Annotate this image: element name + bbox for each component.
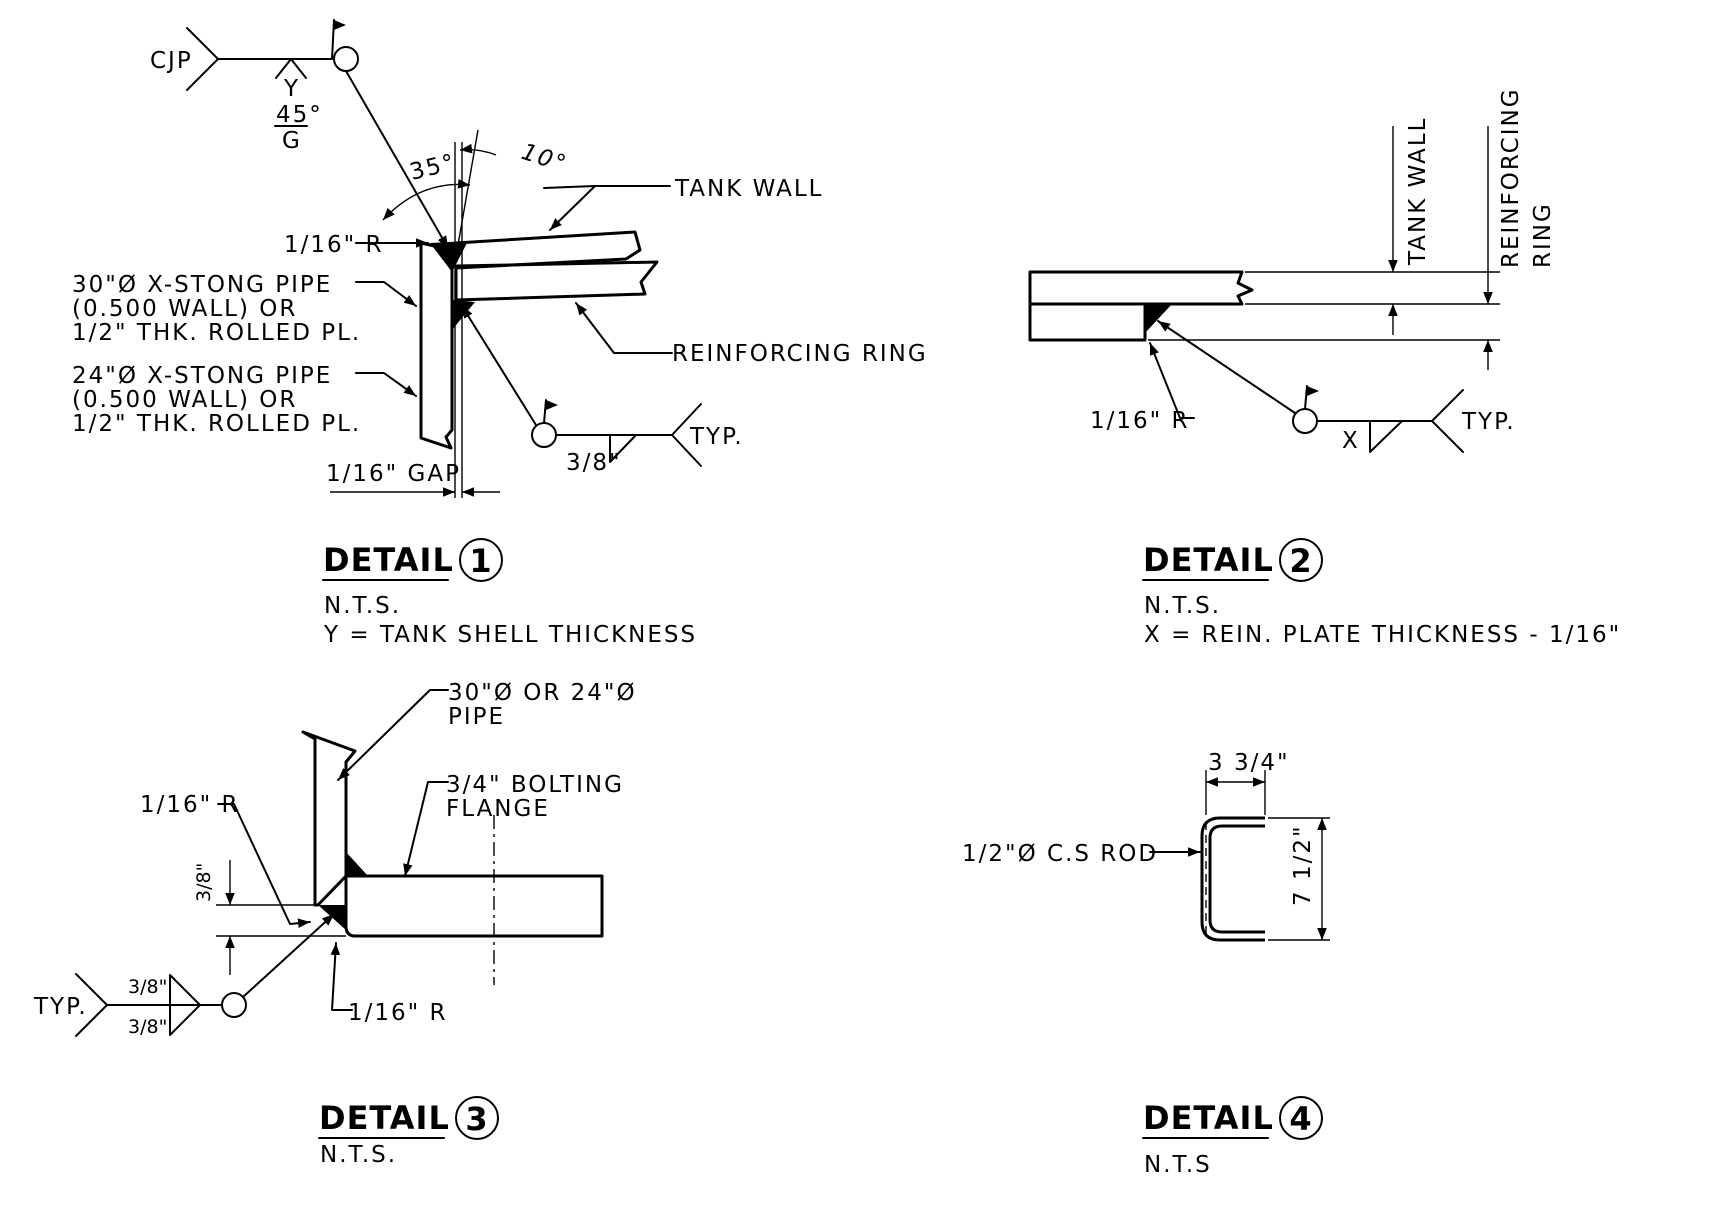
weld-x-label: X: [1342, 428, 1360, 454]
detail-2-note: X = REIN. PLATE THICKNESS - 1/16": [1144, 622, 1621, 648]
detail-1-title: DETAIL 1 N.T.S. Y = TANK SHELL THICKNESS: [322, 538, 697, 648]
typ-label-3: TYP.: [33, 994, 88, 1020]
detail-3-scale: N.T.S.: [320, 1142, 397, 1168]
typ-label: TYP.: [689, 424, 744, 450]
pipe24-line1: 24"Ø X-STONG PIPE: [72, 363, 332, 389]
flange-line1-3: 3/4" BOLTING: [446, 772, 624, 798]
radius-bottom-label-3: 1/16" R: [348, 1000, 448, 1026]
height-label-4: 7 1/2": [1290, 824, 1316, 906]
pipe24-line2: (0.500 WALL) OR: [72, 387, 297, 413]
detail-4-title-text: DETAIL: [1143, 1099, 1274, 1137]
pipe24-line3: 1/2" THK. ROLLED PL.: [72, 411, 361, 437]
weld-fillet-2: [1145, 304, 1172, 333]
c-rod-inner: [1208, 824, 1265, 934]
flange-line2-3: FLANGE: [446, 796, 550, 822]
pipe-line2-3: PIPE: [448, 704, 505, 730]
weld-symbol-cjp: [186, 19, 449, 249]
bolting-flange: [344, 874, 604, 938]
detail-3-drawing: 3/8" 30"Ø OR 24"Ø PIPE 3/4" BOLTING FLAN…: [33, 680, 637, 1038]
detail-3-number: 3: [465, 1100, 488, 1138]
radius-label: 1/16" R: [284, 232, 384, 258]
weld-bottom-label-3: 3/8": [128, 1016, 167, 1038]
radius-label-2: 1/16" R: [1090, 408, 1190, 434]
c-rod-outer: [1200, 816, 1265, 942]
weld-angle-label: 45°: [276, 102, 323, 128]
reinforcing-line2-2: RING: [1530, 202, 1556, 268]
angle-10-label: 10°: [518, 139, 571, 178]
reinforcing-ring-plate-2: [1028, 302, 1147, 342]
weld-g-label: G: [282, 128, 302, 154]
detail-2-scale: N.T.S.: [1144, 593, 1221, 619]
detail-2-title-text: DETAIL: [1143, 541, 1274, 579]
width-label-4: 3 3/4": [1208, 750, 1290, 776]
pipe30-line2: (0.500 WALL) OR: [72, 296, 297, 322]
detail-4-number: 4: [1289, 1100, 1312, 1138]
pipe30-line1: 30"Ø X-STONG PIPE: [72, 272, 332, 298]
pipe-wall-3: [301, 730, 357, 907]
detail-1-drawing: CJP Y 45° G: [72, 19, 928, 498]
detail-4-scale: N.T.S: [1144, 1152, 1212, 1178]
weld-type-label: CJP: [150, 48, 193, 74]
detail-4-drawing: 3 3/4" 1/2"Ø C.S ROD 7 1/2": [962, 750, 1330, 942]
detail-1-scale: N.T.S.: [324, 593, 401, 619]
tank-wall-plate: [455, 230, 642, 270]
detail-3-title-text: DETAIL: [319, 1099, 450, 1137]
weld-size-label: 3/8": [566, 450, 622, 476]
angle-35-label: 35°: [407, 149, 459, 186]
reinforcing-ring-label: REINFORCING RING: [672, 341, 928, 367]
weld-symbol-x: [1157, 320, 1464, 453]
weld-cjp: [430, 241, 468, 272]
detail-2-title: DETAIL 2 N.T.S. X = REIN. PLATE THICKNES…: [1142, 538, 1621, 648]
weld-top-3: [346, 852, 368, 876]
rod-label-4: 1/2"Ø C.S ROD: [962, 841, 1158, 867]
detail-3-title: DETAIL 3 N.T.S.: [318, 1096, 499, 1168]
detail-2-number: 2: [1289, 542, 1312, 580]
pipe30-line3: 1/2" THK. ROLLED PL.: [72, 320, 361, 346]
weld-symbol-3: [75, 913, 335, 1037]
detail-1-number: 1: [469, 542, 492, 580]
weld-bottom-3: [318, 905, 346, 930]
weld-symbol-fillet: [461, 305, 702, 467]
weld-y-label: Y: [283, 76, 300, 102]
detail-4-title: DETAIL 4 N.T.S: [1142, 1096, 1323, 1178]
dim-3-8-label: 3/8": [193, 863, 215, 902]
typ-label-2: TYP.: [1461, 409, 1516, 435]
tank-wall-label: TANK WALL: [674, 176, 823, 202]
reinforcing-ring-plate: [454, 260, 659, 302]
pipe-line1-3: 30"Ø OR 24"Ø: [448, 680, 637, 706]
detail-1-title-text: DETAIL: [323, 541, 454, 579]
reinforcing-line1-2: REINFORCING: [1498, 87, 1524, 268]
tank-wall-label-2: TANK WALL: [1405, 117, 1431, 266]
weld-top-label-3: 3/8": [128, 976, 167, 998]
tank-wall-plate-2: [1028, 270, 1254, 306]
detail-1-note: Y = TANK SHELL THICKNESS: [323, 622, 697, 648]
radius-top-label-3: 1/16" R: [140, 792, 240, 818]
gap-label: 1/16" GAP: [326, 461, 461, 487]
detail-2-drawing: TANK WALL REINFORCING RING 1/16" R X TYP…: [1028, 87, 1556, 454]
pipe-wall: [419, 241, 454, 450]
